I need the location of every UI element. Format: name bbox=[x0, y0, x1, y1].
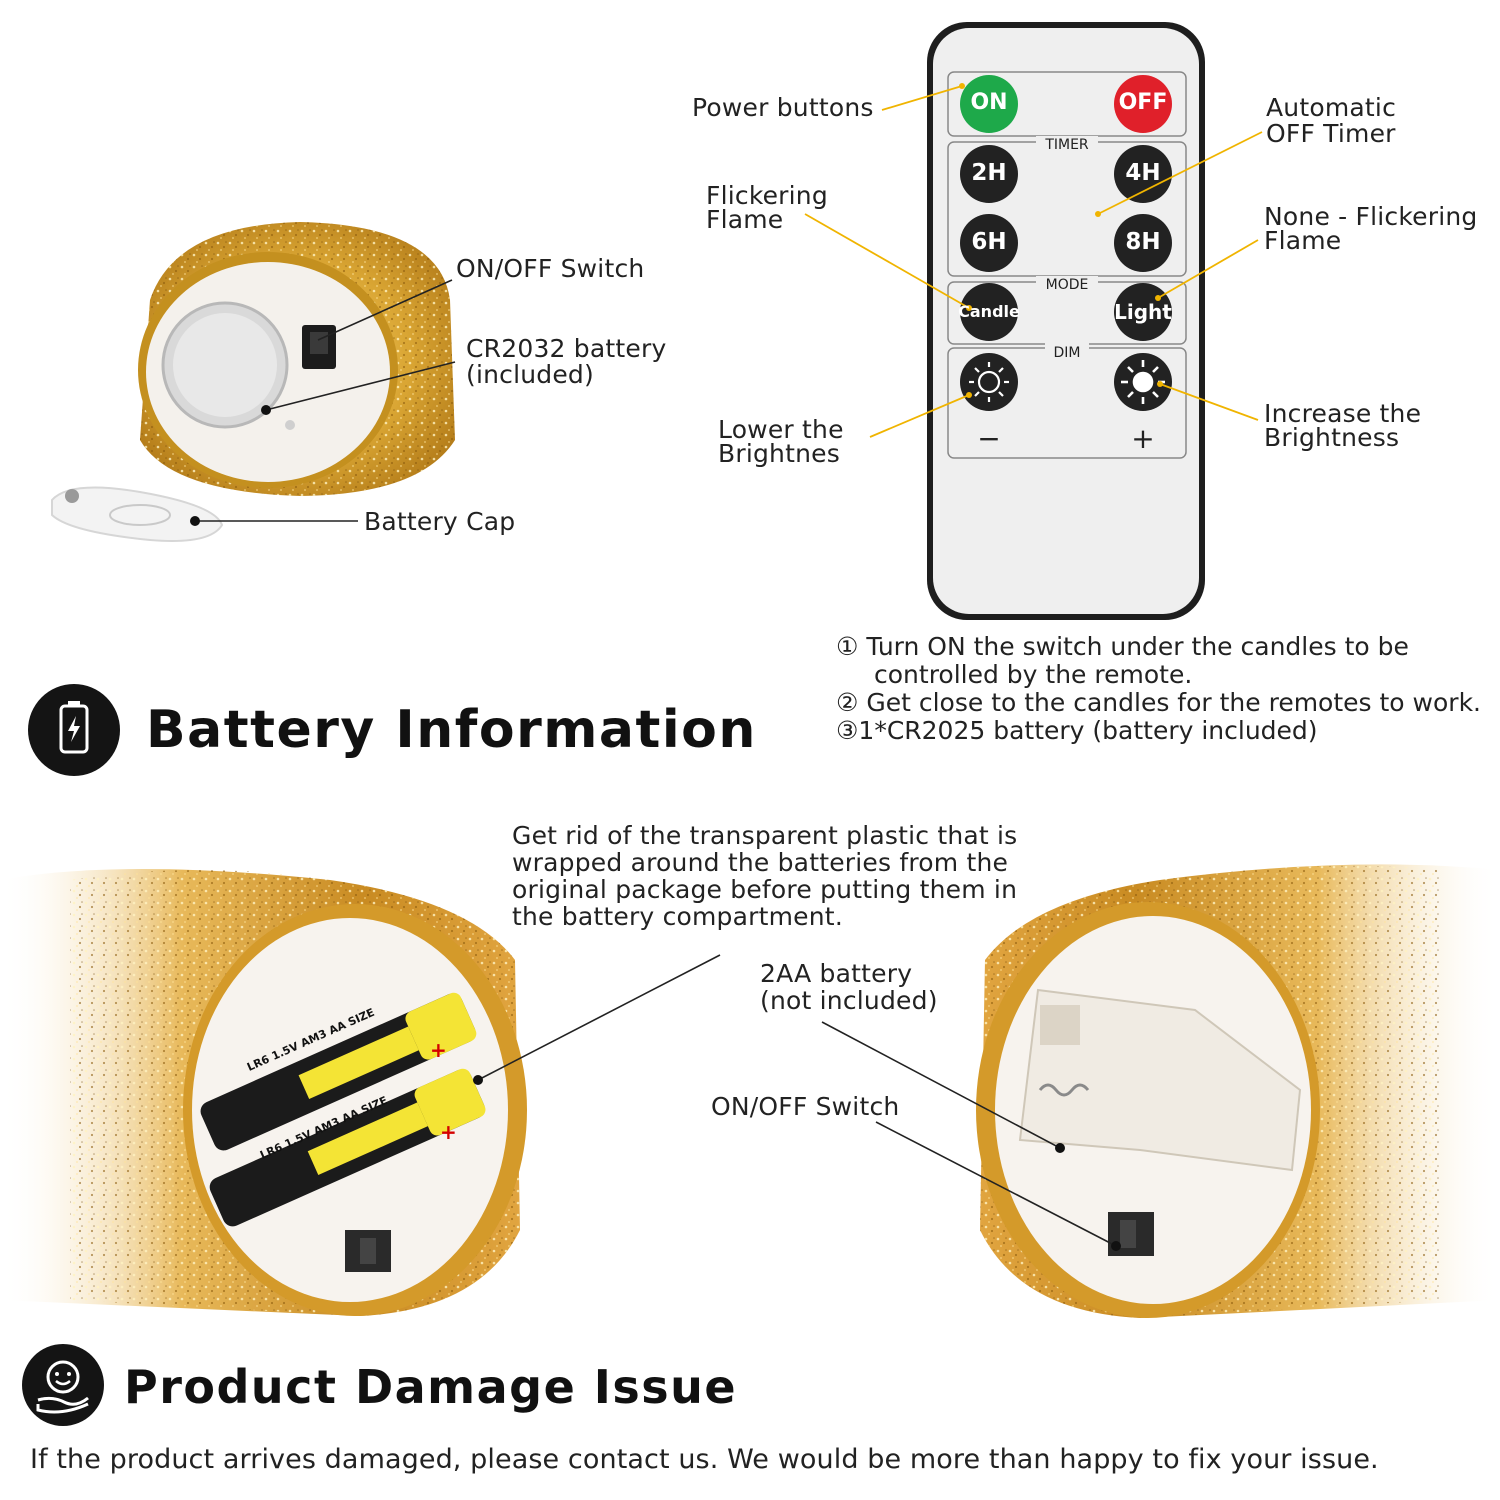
remote-control bbox=[804, 22, 1263, 620]
note-1: ① Turn ON the switch under the candles t… bbox=[836, 632, 1409, 661]
battery-info-icon-badge bbox=[28, 684, 120, 776]
label-increase-brightness: Increase the Brightness bbox=[1264, 399, 1422, 452]
cr2032-coin-battery bbox=[161, 301, 289, 429]
aa-battery-1-plus: + bbox=[430, 1038, 447, 1062]
note-3: ③1*CR2025 battery (battery included) bbox=[836, 716, 1318, 745]
label-flickering-flame: Flickering Flame bbox=[706, 181, 828, 234]
battery-compartment bbox=[1018, 988, 1302, 1172]
right-onoff-switch bbox=[1108, 1212, 1154, 1256]
label-lower-brightness: Lower the Brightnes bbox=[718, 415, 844, 468]
remote-candle-button-label: Candle bbox=[958, 302, 1020, 321]
dim-plus-label: + bbox=[1131, 422, 1155, 455]
large-candle-right bbox=[821, 864, 1500, 1318]
dim-section-title: DIM bbox=[1053, 345, 1081, 361]
label-large-onoff-switch: ON/OFF Switch bbox=[711, 1092, 900, 1121]
remote-timer-2h: 2H bbox=[971, 160, 1007, 186]
label-onoff-switch: ON/OFF Switch bbox=[456, 254, 645, 283]
remote-notes: ① Turn ON the switch under the candles t… bbox=[836, 633, 1496, 745]
label-automatic-off-timer: Automatic OFF Timer bbox=[1266, 93, 1397, 148]
plastic-removal-instruction: Get rid of the transparent plastic that … bbox=[512, 821, 1018, 931]
timer-section-title: TIMER bbox=[1045, 137, 1089, 153]
damage-message: If the product arrives damaged, please c… bbox=[30, 1444, 1379, 1475]
note-1-continued: controlled by the remote. bbox=[874, 660, 1193, 689]
remote-timer-4h: 4H bbox=[1125, 160, 1161, 186]
label-power-buttons: Power buttons bbox=[692, 93, 874, 122]
label-cr2032-battery: CR2032 battery (included) bbox=[466, 334, 667, 389]
smiley-hand-icon bbox=[36, 1360, 89, 1414]
remote-off-button-label: OFF bbox=[1118, 90, 1168, 115]
note-2: ② Get close to the candles for the remot… bbox=[836, 688, 1481, 717]
battery-charging-icon bbox=[59, 701, 89, 754]
label-battery-cap: Battery Cap bbox=[364, 507, 516, 536]
small-onoff-switch bbox=[302, 325, 336, 369]
aa-battery-1 bbox=[200, 992, 477, 1151]
remote-timer-6h: 6H bbox=[971, 229, 1007, 255]
damage-heading: Product Damage Issue bbox=[124, 1360, 738, 1414]
sun-outline-icon bbox=[969, 362, 1009, 402]
battery-info-heading: Battery Information bbox=[146, 700, 757, 760]
mode-section-title: MODE bbox=[1045, 277, 1089, 293]
remote-on-button-label: ON bbox=[970, 90, 1008, 115]
battery-cap bbox=[51, 486, 224, 542]
damage-icon-badge bbox=[22, 1344, 104, 1426]
left-onoff-switch bbox=[345, 1230, 391, 1272]
label-2aa-battery: 2AA battery (not included) bbox=[760, 959, 938, 1015]
aa-battery-2-plus: + bbox=[440, 1120, 457, 1144]
remote-light-button-label: Light bbox=[1114, 300, 1172, 324]
dim-minus-label: − bbox=[977, 422, 1001, 455]
large-candle-left bbox=[0, 869, 721, 1316]
remote-timer-8h: 8H bbox=[1125, 229, 1161, 255]
label-none-flickering-flame: None - Flickering Flame bbox=[1264, 202, 1478, 255]
aa-battery-2 bbox=[209, 1068, 486, 1227]
small-candle bbox=[51, 222, 456, 542]
